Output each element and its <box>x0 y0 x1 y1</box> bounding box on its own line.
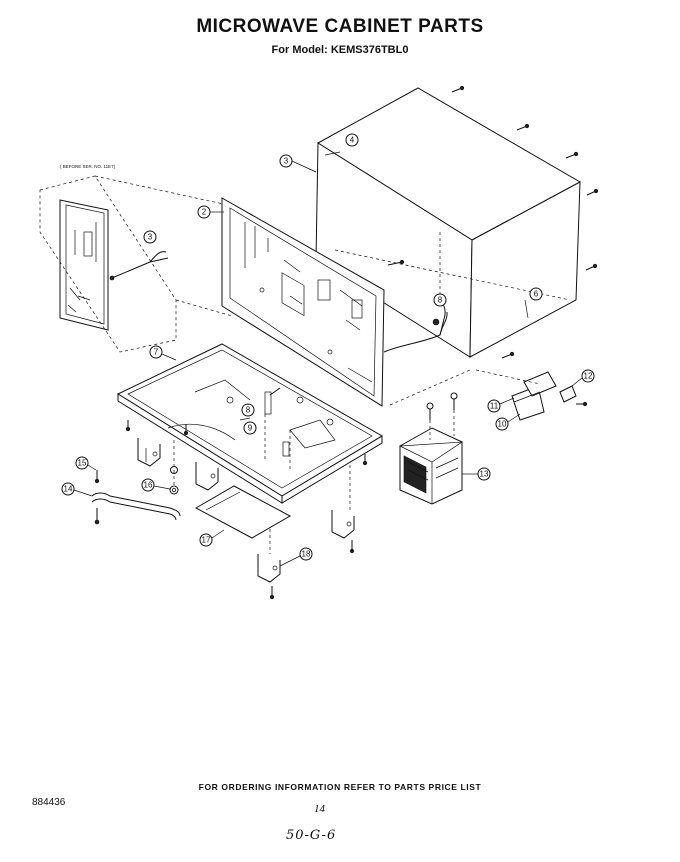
svg-text:3: 3 <box>148 233 153 242</box>
exploded-parts-diagram: ( BEFORE SER. NO. 11E7) <box>39 85 599 600</box>
switch-bracket <box>475 369 588 421</box>
callout-10: 10 <box>495 413 521 431</box>
callout-4: 4 <box>345 133 359 147</box>
svg-text:6: 6 <box>534 290 539 299</box>
callout-9: 9 <box>243 421 257 435</box>
callout-7: 7 <box>149 345 177 361</box>
callout-17: 17 <box>199 529 225 547</box>
callout-13: 13 <box>462 467 491 481</box>
model-subtitle: For Model: KEMS376TBL0 <box>271 44 409 56</box>
svg-text:7: 7 <box>154 348 159 357</box>
ordering-note: FOR ORDERING INFORMATION REFER TO PARTS … <box>198 782 482 792</box>
cabinet-wrapper <box>315 85 599 359</box>
small-hardware <box>91 440 292 539</box>
svg-text:16: 16 <box>144 481 153 490</box>
inset-label: ( BEFORE SER. NO. 11E7) <box>60 164 116 169</box>
svg-text:4: 4 <box>350 136 355 145</box>
callout-6: 6 <box>529 287 543 301</box>
svg-text:10: 10 <box>498 420 507 429</box>
page-title: MICROWAVE CABINET PARTS <box>196 16 484 37</box>
svg-text:18: 18 <box>302 550 311 559</box>
callout-16: 16 <box>141 478 171 492</box>
svg-text:15: 15 <box>78 459 87 468</box>
svg-text:17: 17 <box>202 536 211 545</box>
callout-3-inset: 3 <box>143 230 157 244</box>
callout-11: 11 <box>487 397 515 413</box>
svg-text:14: 14 <box>64 485 73 494</box>
callout-12: 12 <box>571 369 595 387</box>
mounting-feet <box>137 438 355 600</box>
svg-text:8: 8 <box>246 406 251 415</box>
handwritten-note: 50-G-6 <box>286 828 337 843</box>
svg-text:9: 9 <box>248 424 253 433</box>
base-plate <box>116 343 383 504</box>
document-number: 884436 <box>32 797 66 808</box>
callout-8-cord: 8 <box>433 293 447 307</box>
inset-box <box>39 175 177 353</box>
callout-8: 8 <box>241 403 255 417</box>
svg-text:12: 12 <box>584 372 593 381</box>
svg-text:8: 8 <box>438 296 443 305</box>
transformer <box>389 369 471 505</box>
callout-3: 3 <box>279 154 317 173</box>
svg-text:11: 11 <box>490 402 499 411</box>
page-number: 14 <box>314 803 325 815</box>
callout-14: 14 <box>61 482 93 497</box>
callout-15: 15 <box>75 456 97 471</box>
back-panel <box>221 197 385 407</box>
svg-text:3: 3 <box>284 157 289 166</box>
callout-2: 2 <box>197 205 224 219</box>
callout-18: 18 <box>279 547 313 567</box>
svg-text:13: 13 <box>480 470 489 479</box>
svg-text:2: 2 <box>202 208 207 217</box>
